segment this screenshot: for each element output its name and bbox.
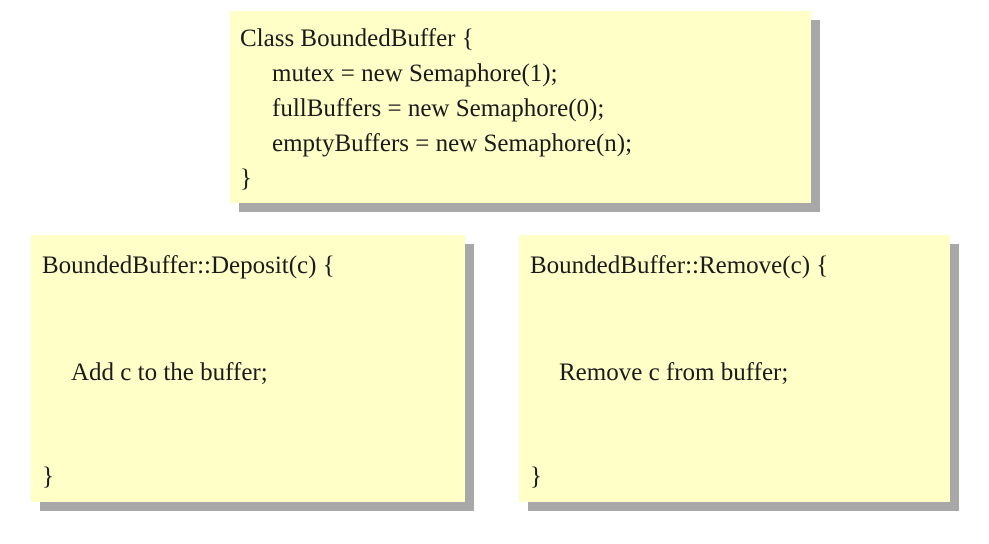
full-buffers-line: fullBuffers = new Semaphore(0); [272,95,605,122]
remove-body: Remove c from buffer; [559,359,789,386]
remove-close-brace: } [530,463,542,490]
remove-header: BoundedBuffer::Remove(c) { [530,252,829,279]
class-close-brace: } [240,165,252,192]
deposit-header: BoundedBuffer::Deposit(c) { [42,252,335,279]
deposit-close-brace: } [42,463,54,490]
empty-buffers-line: emptyBuffers = new Semaphore(n); [272,130,633,157]
deposit-method-box: BoundedBuffer::Deposit(c) { Add c to the… [31,235,465,502]
class-definition-box: Class BoundedBuffer { mutex = new Semaph… [230,11,811,203]
remove-method-box: BoundedBuffer::Remove(c) { Remove c from… [519,235,950,502]
mutex-line: mutex = new Semaphore(1); [272,60,558,87]
deposit-body: Add c to the buffer; [71,359,268,386]
class-header: Class BoundedBuffer { [240,25,474,52]
